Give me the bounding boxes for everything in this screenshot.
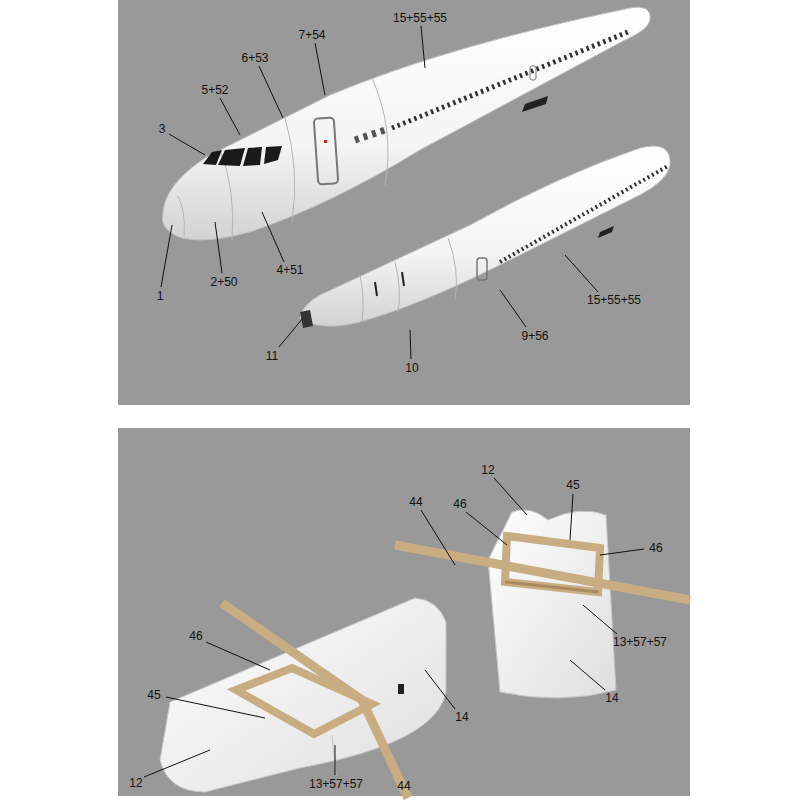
- leader-line: [500, 290, 526, 327]
- callout-number: 11: [266, 350, 278, 362]
- callout-number: 2+50: [210, 276, 237, 288]
- center-section-left: [160, 598, 446, 798]
- fuselage-body: [300, 146, 670, 326]
- window-row: [392, 32, 628, 128]
- callout-number: 46: [189, 630, 202, 642]
- callout-number: 1: [157, 290, 164, 302]
- callout-number: 7+54: [298, 29, 325, 41]
- wing-root: [522, 96, 548, 112]
- callout-number: 12: [481, 464, 494, 476]
- leader-line: [570, 660, 605, 690]
- wing-root: [398, 684, 404, 694]
- window-row: [355, 130, 385, 140]
- callout-number: 3: [159, 123, 166, 135]
- cockpit-window: [243, 147, 262, 166]
- leader-line: [425, 670, 455, 709]
- leader-line: [583, 605, 617, 634]
- rear-fuselage: [300, 146, 670, 328]
- leader-line: [421, 510, 455, 565]
- mark: [402, 272, 404, 286]
- leader-line: [410, 330, 411, 359]
- section-skin: [488, 510, 616, 698]
- callout-number: 45: [566, 479, 579, 491]
- callout-number: 10: [405, 362, 418, 374]
- bottom-panel: [118, 428, 690, 796]
- leader-lines: [144, 26, 644, 777]
- top-panel: [118, 0, 690, 405]
- callout-number: 4+51: [276, 264, 303, 276]
- callout-number: 6+53: [241, 52, 268, 64]
- panel-seam: [395, 262, 399, 312]
- callout-number: 45: [147, 689, 160, 701]
- panel-seam: [448, 238, 456, 300]
- callout-number: 15+55+55: [587, 294, 641, 306]
- leader-line: [600, 549, 644, 555]
- door: [530, 66, 536, 80]
- callout-number: 9+56: [521, 330, 548, 342]
- door-mark: [324, 140, 327, 143]
- callout-number: 13+57+57: [309, 778, 363, 790]
- panel-seam: [178, 196, 184, 236]
- leader-line: [220, 98, 240, 135]
- leader-line: [144, 750, 210, 777]
- leader-line: [570, 494, 573, 540]
- leader-line: [259, 66, 283, 118]
- callout-number: 46: [453, 498, 466, 510]
- frame: [505, 536, 600, 592]
- leader-line: [166, 697, 265, 718]
- frame: [236, 668, 372, 734]
- callout-number: 14: [455, 711, 468, 723]
- callout-number: 44: [397, 780, 410, 792]
- door: [477, 258, 487, 280]
- leader-line: [215, 222, 222, 273]
- window-row: [500, 166, 668, 262]
- leader-line: [315, 43, 325, 95]
- callout-number: 15+55+55: [393, 12, 447, 24]
- frame-edge: [505, 582, 598, 592]
- section-skin: [160, 598, 446, 792]
- panel-seam: [360, 275, 363, 322]
- callout-number: 12: [129, 777, 142, 789]
- wing-root: [598, 226, 614, 238]
- callout-number: 46: [649, 542, 662, 554]
- leader-line: [421, 26, 425, 68]
- cockpit-window: [264, 146, 282, 164]
- callout-number: 5+52: [201, 84, 228, 96]
- leader-line: [466, 512, 507, 545]
- callout-number: 44: [409, 496, 422, 508]
- leader-line: [262, 212, 284, 262]
- panel-seam: [285, 118, 295, 222]
- leader-line: [565, 255, 598, 292]
- leader-line: [494, 478, 527, 515]
- leader-line: [161, 225, 172, 287]
- panel-seam: [332, 735, 336, 775]
- leader-line: [279, 318, 303, 347]
- callout-number: 13+57+57: [613, 636, 667, 648]
- door: [314, 117, 339, 184]
- cockpit-window: [218, 148, 245, 166]
- leader-line: [206, 642, 270, 670]
- mark: [375, 282, 377, 296]
- callout-number: 14: [605, 692, 618, 704]
- leader-line: [169, 134, 205, 155]
- leader-line: [335, 745, 336, 775]
- wing-spar: [395, 545, 690, 600]
